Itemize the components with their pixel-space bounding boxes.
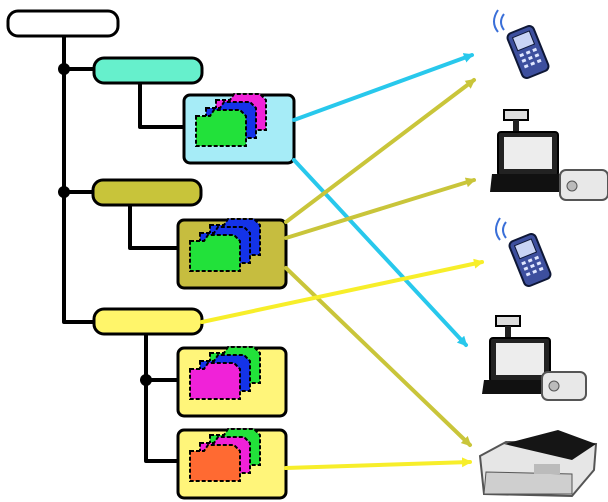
mobile-phone-icon — [495, 217, 552, 287]
category-box-olive — [91, 178, 203, 207]
printer-icon — [478, 430, 598, 498]
arrow-olive-to-mobile-phone-1 — [284, 78, 476, 224]
arrow-olive-to-pos-terminal-1 — [284, 177, 476, 240]
junction-dot — [140, 374, 152, 386]
arrow-olive-to-printer — [284, 266, 472, 447]
folder-icon — [195, 109, 247, 147]
folder-stack-group-yellow-2 — [189, 428, 261, 482]
sub-branch-yellow — [144, 333, 178, 463]
arrow-yellow-to-printer — [284, 457, 472, 470]
junction-dot — [58, 186, 70, 198]
pos-terminal-icon — [490, 109, 608, 201]
folder-icon — [189, 444, 241, 482]
root-box — [6, 9, 120, 38]
folder-stack-group-teal — [195, 93, 267, 147]
sub-branch-olive — [128, 203, 178, 250]
tree-connectors — [62, 36, 184, 463]
junction-dot — [58, 63, 70, 75]
mobile-phone-icon — [493, 9, 550, 79]
trunk-line — [62, 36, 94, 324]
pos-terminal-icon — [482, 315, 587, 401]
arrow-blue-to-pos-terminal-2 — [292, 158, 468, 347]
junction-dots — [58, 63, 152, 386]
distribution-arrows — [200, 53, 484, 470]
category-box-yellow — [92, 307, 204, 336]
arrow-yellow-to-mobile-phone-2 — [200, 258, 484, 324]
folder-icon — [189, 362, 241, 400]
folder-icon — [189, 234, 241, 272]
sub-branch-teal — [138, 81, 184, 129]
folder-stack-group-olive — [189, 218, 261, 272]
folder-stacks — [189, 93, 267, 482]
category-box-teal — [92, 56, 204, 85]
folder-stack-group-yellow-1 — [189, 346, 261, 400]
arrow-blue-to-mobile-phone-1 — [292, 53, 474, 122]
